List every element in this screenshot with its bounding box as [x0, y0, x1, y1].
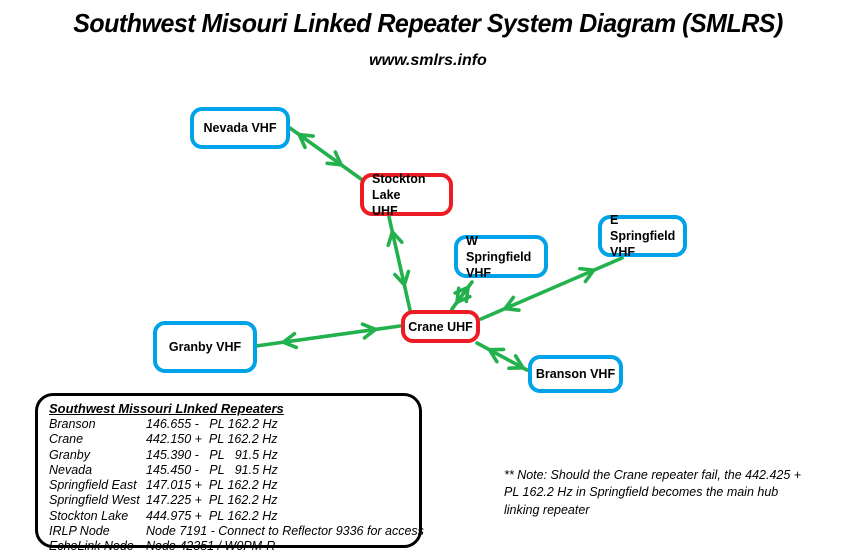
node-nevada: Nevada VHF [190, 107, 290, 149]
legend-repeater-name: EchoLink Node [49, 539, 134, 554]
legend-repeater-name: Springfield East [49, 478, 137, 493]
arrowhead-nevada-stockton-start [296, 132, 315, 150]
legend-row: Nevada 145.450 - PL 91.5 Hz [49, 463, 411, 478]
legend-row: Crane 442.150 + PL 162.2 Hz [49, 432, 411, 447]
node-crane: Crane UHF [401, 310, 480, 343]
repeater-legend: Southwest Missouri LInked Repeaters Bran… [35, 393, 424, 553]
node-label: VHF [466, 265, 491, 280]
legend-row: Springfield West 147.225 + PL 162.2 Hz [49, 493, 411, 508]
legend-row: Branson 146.655 - PL 162.2 Hz [49, 417, 411, 432]
link-crane-branson [475, 341, 529, 372]
node-label: UHF [372, 203, 398, 218]
legend-repeater-value: 444.975 + PL 162.2 Hz [146, 508, 278, 523]
legend-repeater-value: 145.390 - PL 91.5 Hz [146, 447, 278, 462]
arrowhead-crane-espringfield-start [501, 295, 521, 312]
node-label: Nevada VHF [203, 121, 277, 135]
legend-repeater-value: 442.150 + PL 162.2 Hz [146, 432, 278, 447]
arrowhead-granby-crane-start [279, 331, 299, 350]
node-label: VHF [610, 245, 635, 259]
legend-repeater-value: Node 7191 - Connect to Reflector 9336 fo… [146, 524, 424, 539]
legend-header: Southwest Missouri LInked Repeaters [49, 401, 284, 416]
legend-repeater-value: 145.450 - PL 91.5 Hz [146, 462, 278, 477]
node-label: Branson VHF [535, 367, 616, 381]
legend-repeater-name: Nevada [49, 462, 93, 477]
arrowhead-crane-branson-start [486, 347, 506, 364]
arrowhead-granby-crane-end [360, 322, 380, 340]
legend-repeater-value: Node 42351 / W0PM-R [146, 539, 276, 554]
legend-repeater-value: 147.225 + PL 162.2 Hz [146, 493, 278, 508]
legend-repeater-name: IRLP Node [49, 524, 110, 539]
legend-rows: Branson 146.655 - PL 162.2 Hz Crane 442.150… [49, 417, 424, 555]
page-subtitle: www.smlrs.info [369, 52, 487, 69]
legend-row: Springfield East 147.015 + PL 162.2 Hz [49, 478, 411, 493]
legend-row: Stockton Lake 444.975 + PL 162.2 Hz [49, 509, 411, 524]
legend-repeater-name: Branson [49, 417, 96, 431]
arrowhead-nevada-stockton-end [325, 150, 345, 167]
legend-repeater-name: Springfield West [49, 493, 140, 508]
legend-row: IRLP Node Node 7191 - Connect to Reflecto… [49, 524, 424, 539]
arrowhead-crane-wspringfield-end [453, 284, 471, 304]
legend-repeater-value: 147.015 + PL 162.2 Hz [146, 478, 278, 493]
arrowhead-stockton-crane-end [393, 269, 411, 289]
node-label: W Springfield [466, 233, 532, 264]
legend-repeater-name: Stockton Lake [49, 508, 129, 523]
arrowhead-crane-branson-end [507, 354, 527, 370]
arrowhead-stockton-crane-start [386, 228, 404, 248]
node-granby: Granby VHF [153, 321, 257, 373]
node-label: Granby VHF [168, 340, 242, 354]
legend-row: Granby 145.390 - PL 91.5 Hz [49, 448, 411, 463]
arrowhead-crane-espringfield-end [578, 266, 598, 284]
failover-note: ** Note: Should the Crane repeater fail,… [504, 468, 802, 517]
node-label: Stockton Lake [372, 171, 426, 202]
node-label: E Springfield [610, 213, 676, 243]
legend-repeater-name: Crane [49, 432, 84, 447]
legend-row: EchoLink Node Node 42351 / W0PM-R [49, 539, 411, 554]
page-title: Southwest Misouri Linked Repeater System… [73, 8, 783, 38]
legend-repeater-value: 146.655 - PL 162.2 Hz [146, 417, 278, 431]
node-branson: Branson VHF [528, 355, 623, 393]
legend-repeater-name: Granby [49, 447, 90, 462]
node-label: Crane UHF [408, 319, 473, 334]
